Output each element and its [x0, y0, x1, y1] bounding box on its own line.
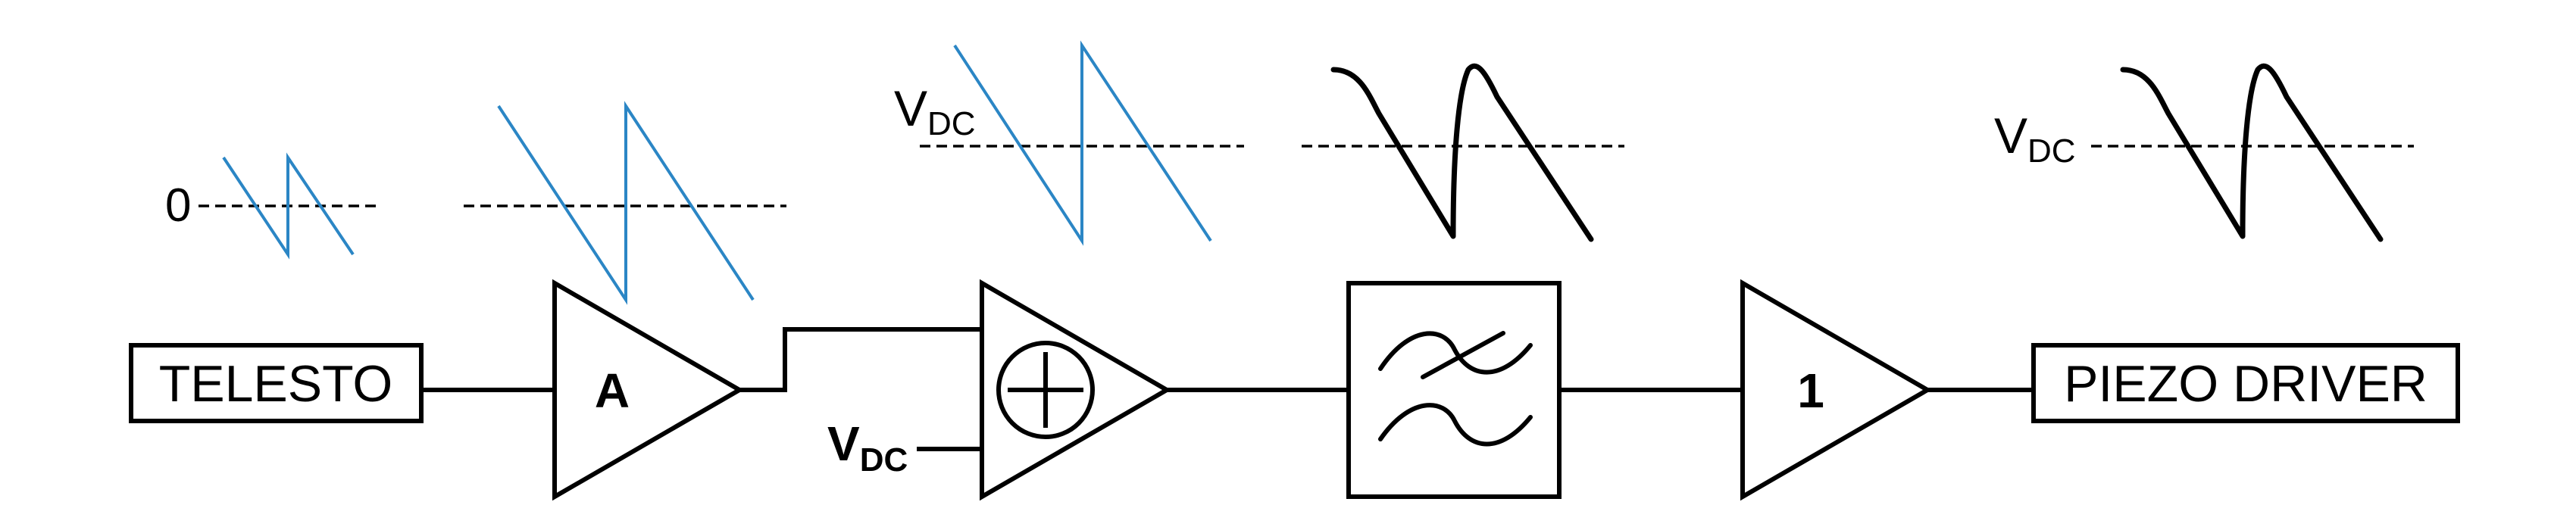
vdc-input-label: VDC: [827, 416, 908, 479]
circle-plus-icon: [996, 341, 1095, 439]
amplifier-block: A: [552, 279, 744, 501]
wire-amp-to-summer: [739, 327, 982, 392]
vdc-input-sub: DC: [860, 441, 908, 479]
amplifier-triangle: [552, 279, 744, 501]
summer-block: [980, 279, 1171, 501]
lowpass-filter-icon: [1378, 331, 1533, 447]
vdc-level-2-sub: DC: [2027, 132, 2076, 170]
waveform-filtered: [1302, 63, 1624, 242]
wires: [421, 327, 2034, 451]
source-label: TELESTO: [159, 355, 393, 413]
buffer-gain-label: 1: [1797, 363, 1824, 418]
waveform-offset: VDC: [894, 40, 1244, 246]
vdc-level-1-main: V: [894, 80, 927, 136]
source-block: TELESTO: [129, 343, 424, 423]
small-sawtooth-wave: [222, 152, 355, 260]
waveform-amplified: [464, 101, 786, 305]
buffer-block: 1: [1740, 279, 1932, 501]
vdc-level-label-1: VDC: [894, 80, 976, 142]
filtered-wave: [1330, 63, 1594, 242]
source-box: [129, 343, 424, 423]
zero-level-label: 0: [165, 179, 191, 232]
amplifier-gain-label: A: [595, 363, 630, 418]
vdc-level-label-2: VDC: [1994, 108, 2076, 170]
filter-block: [1346, 281, 1562, 499]
waveform-source: 0: [165, 152, 377, 260]
driver-label: PIEZO DRIVER: [2064, 355, 2428, 413]
buffer-triangle: [1740, 279, 1932, 501]
vdc-level-2-main: V: [1994, 108, 2027, 164]
amplified-sawtooth-wave: [497, 101, 755, 305]
offset-sawtooth-wave: [953, 40, 1212, 246]
driver-block: PIEZO DRIVER: [2031, 343, 2460, 423]
vdc-input-main: V: [827, 416, 860, 471]
filter-box: [1346, 281, 1562, 499]
waveform-output: VDC: [1994, 63, 2414, 242]
driver-box: [2031, 343, 2460, 423]
output-wave: [2120, 63, 2384, 242]
vdc-level-1-sub: DC: [927, 105, 976, 142]
